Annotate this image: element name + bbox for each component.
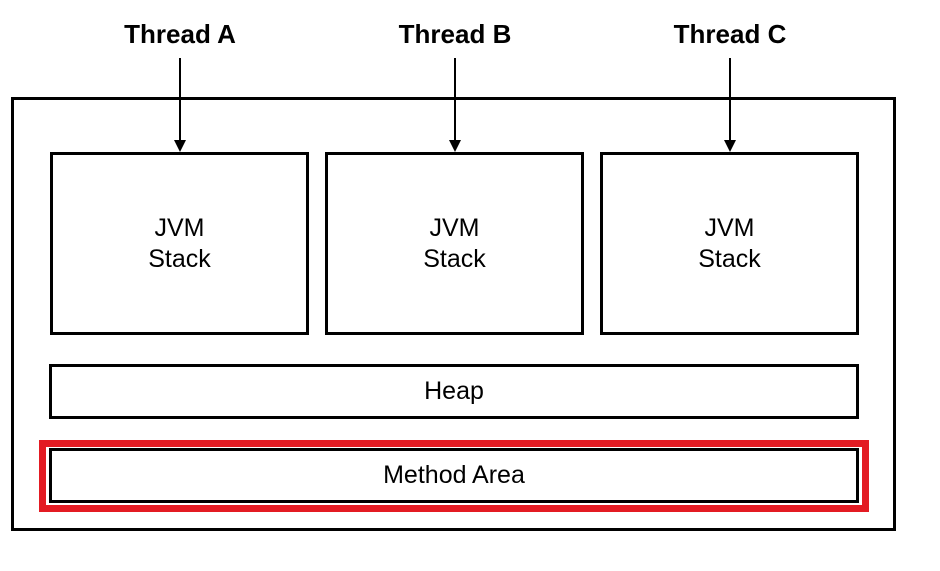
method-area-highlight: [39, 440, 869, 512]
method-area-label: Method Area: [383, 461, 525, 489]
jvm-stack-a-label: JVM Stack: [148, 213, 211, 273]
thread-b-label: Thread B: [398, 19, 512, 49]
jvm-stack-a: JVM Stack: [50, 152, 309, 335]
heap-box: Heap: [49, 364, 859, 419]
jvm-stack-c: JVM Stack: [600, 152, 859, 335]
thread-c-label: Thread C: [673, 19, 787, 49]
jvm-stack-b: JVM Stack: [325, 152, 584, 335]
heap-label: Heap: [424, 377, 484, 405]
method-area-box: Method Area: [49, 448, 859, 503]
jvm-stack-c-label: JVM Stack: [698, 213, 761, 273]
thread-a-label: Thread A: [124, 19, 236, 49]
jvm-runtime-container: [11, 97, 896, 531]
jvm-stack-b-label: JVM Stack: [423, 213, 486, 273]
